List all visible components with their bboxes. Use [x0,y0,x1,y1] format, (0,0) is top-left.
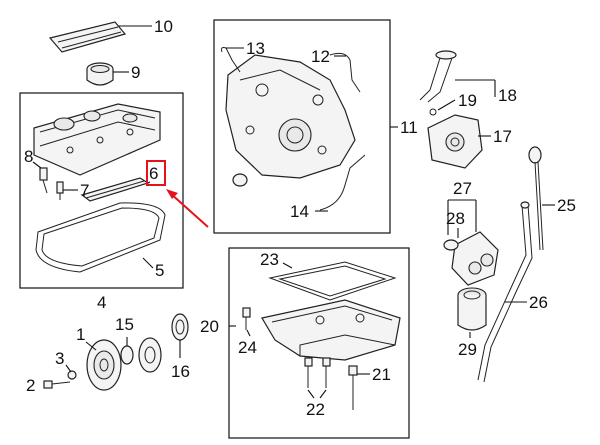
bolts-part-22[interactable] [304,357,331,388]
oil-filter-adapter-part[interactable] [443,231,499,286]
callout-17: 17 [493,127,512,146]
bolt-part-24[interactable] [242,307,251,330]
callout-3: 3 [55,349,64,368]
oil-pan-gasket-part[interactable] [268,261,397,301]
highlight-arrow-shaft [169,192,209,228]
callout-9: 9 [131,63,140,82]
oil-pan-part[interactable] [261,299,401,361]
timing-gasket-part-13[interactable] [221,47,241,73]
bolt-part-21[interactable] [348,365,358,410]
leader-22b [319,389,327,399]
callout-15: 15 [115,315,134,334]
dipstick-part[interactable] [528,146,544,251]
callout-24: 24 [238,338,257,357]
timing-gasket-part-12[interactable] [329,52,361,93]
callout-1: 1 [76,325,85,344]
oring-part-19[interactable] [429,108,437,116]
leader-6 [147,181,151,184]
leader-3 [65,364,72,373]
oil-pan-group-box [228,247,410,439]
timing-gear-part[interactable] [138,337,162,373]
callout-29: 29 [458,340,477,359]
callout-19: 19 [458,91,477,110]
callout-25: 25 [557,196,576,215]
callout-27: 27 [453,179,472,198]
callout-8: 8 [24,147,33,166]
spark-plug-tube-seal-part[interactable] [80,177,150,202]
callout-7: 7 [80,181,89,200]
leader-22a [307,389,315,399]
callout-6: 6 [149,164,158,183]
leader-8 [32,161,42,169]
callout-2: 2 [26,376,35,395]
bolt-part-2[interactable] [43,380,71,389]
leader-24 [246,329,251,337]
callout-14: 14 [290,202,309,221]
leader-19 [437,99,456,111]
callout-13: 13 [246,39,265,58]
leader-5 [142,257,154,269]
leader-1 [85,341,97,351]
timing-gasket-part-14[interactable] [319,154,366,211]
callout-26: 26 [529,293,548,312]
callout-20: 20 [200,317,219,336]
callout-21: 21 [372,365,391,384]
bolt-part-8[interactable] [39,167,48,194]
callout-12: 12 [311,47,330,66]
callout-11: 11 [400,118,418,137]
oil-pump-part[interactable] [427,114,483,169]
callout-5: 5 [155,261,164,280]
callout-28: 28 [446,209,465,228]
callout-18: 18 [498,86,517,105]
valve-cover-part[interactable] [33,103,161,176]
callout-22: 22 [306,400,325,419]
front-seal-part[interactable] [171,313,189,341]
callout-16: 16 [171,362,190,381]
oil-cap-part[interactable] [86,62,114,86]
oil-filter-part[interactable] [457,287,487,331]
callout-10: 10 [154,17,173,36]
dipstick-tube-part[interactable] [477,201,533,383]
callout-4: 4 [97,293,106,312]
valve-cover-group-box [19,92,184,289]
stud-part-7[interactable] [56,181,64,200]
oil-pickup-tube-part[interactable] [419,50,457,103]
callout-23: 23 [260,250,279,269]
highlight-box [146,160,166,186]
highlight-arrow-head [166,189,178,199]
timing-seal-part[interactable] [232,173,248,187]
timing-cover-part[interactable] [225,54,356,179]
valve-cover-gasket-part[interactable] [35,202,166,273]
washer-part-3[interactable] [67,370,77,380]
engine-cover-part[interactable] [48,21,127,53]
leader-23 [282,262,293,269]
crank-seal-part[interactable] [120,345,134,365]
crank-pulley-part[interactable] [86,339,122,391]
